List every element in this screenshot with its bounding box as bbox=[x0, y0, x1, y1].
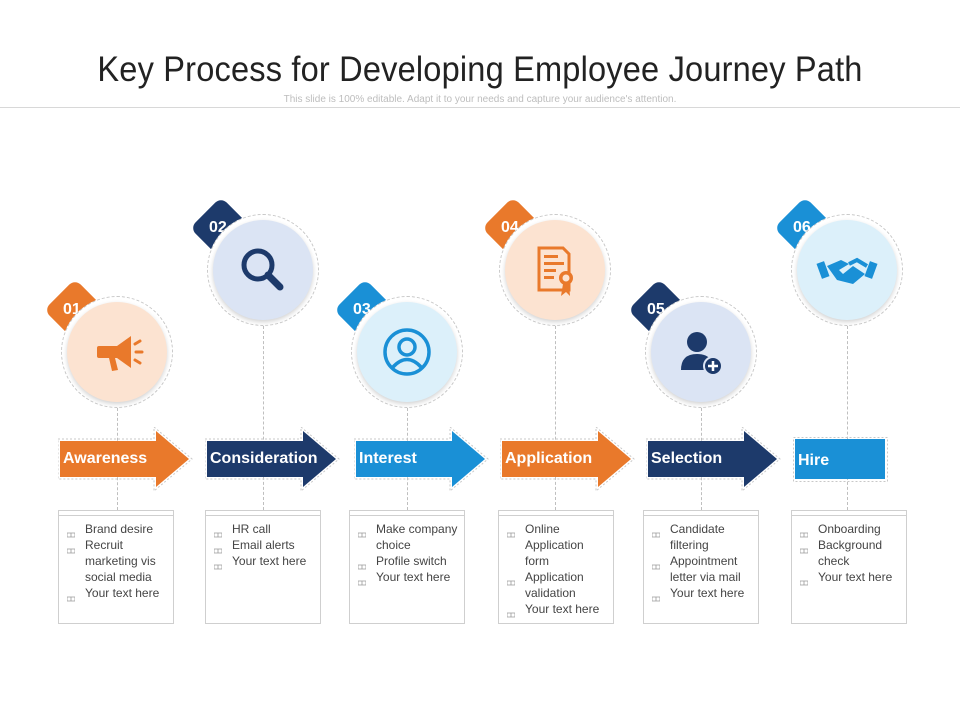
step-connector-line bbox=[263, 326, 264, 510]
user-circle-icon bbox=[357, 302, 457, 402]
list-item: Email alerts bbox=[213, 537, 316, 554]
list-item: Your text here bbox=[799, 569, 902, 586]
bullet-text: Appointment letter via mail bbox=[670, 554, 741, 584]
bullet-icon bbox=[506, 606, 516, 618]
bullet-icon bbox=[506, 574, 516, 586]
bullet-text: Background check bbox=[818, 538, 883, 568]
bullet-icon bbox=[799, 542, 809, 554]
bullet-icon bbox=[651, 526, 661, 538]
list-item: Profile switch bbox=[357, 553, 460, 570]
step-label-arrow: Application bbox=[500, 427, 640, 491]
bullet-text: Application validation bbox=[525, 570, 584, 600]
step-icon-circle bbox=[351, 296, 463, 408]
magnifier-icon bbox=[213, 220, 313, 320]
list-item: Recruit marketing vis social media bbox=[66, 537, 169, 585]
page-title: Key Process for Developing Employee Jour… bbox=[97, 50, 863, 89]
bullet-icon bbox=[651, 590, 661, 602]
step-label-arrow: Awareness bbox=[58, 427, 198, 491]
step-icon-circle bbox=[791, 214, 903, 326]
bullet-icon bbox=[213, 526, 223, 538]
bullet-text: Email alerts bbox=[232, 538, 295, 552]
certificate-icon bbox=[505, 220, 605, 320]
bullet-icon bbox=[799, 574, 809, 586]
bullet-icon bbox=[799, 526, 809, 538]
add-user-icon bbox=[651, 302, 751, 402]
step-label-arrow: Hire bbox=[793, 427, 933, 491]
step-label-arrow: Selection bbox=[646, 427, 786, 491]
bullet-text: Recruit marketing vis social media bbox=[85, 538, 156, 584]
step-icon-circle bbox=[207, 214, 319, 326]
step-connector-line bbox=[555, 326, 556, 510]
bullet-text: Your text here bbox=[232, 554, 307, 568]
step-label: Interest bbox=[359, 450, 417, 467]
handshake-icon bbox=[797, 220, 897, 320]
list-item: Your text here bbox=[357, 569, 460, 586]
step-label: Selection bbox=[651, 450, 723, 467]
list-item: Your text here bbox=[506, 601, 609, 618]
bullet-icon bbox=[357, 574, 367, 586]
list-item: Brand desire bbox=[66, 521, 169, 538]
bullet-text: Candidate filtering bbox=[670, 522, 725, 552]
list-item: Application validation bbox=[506, 569, 609, 601]
bullet-icon bbox=[66, 590, 76, 602]
step-label: Awareness bbox=[63, 450, 148, 467]
bullet-icon bbox=[651, 558, 661, 570]
bullet-icon bbox=[506, 526, 516, 538]
bullet-text: Your text here bbox=[670, 586, 745, 600]
list-item: Your text here bbox=[651, 585, 754, 602]
bullet-icon bbox=[66, 542, 76, 554]
bullet-icon bbox=[66, 526, 76, 538]
page-subtitle: This slide is 100% editable. Adapt it to… bbox=[283, 94, 677, 105]
step-connector-line bbox=[847, 326, 848, 510]
bullet-text: Profile switch bbox=[376, 554, 447, 568]
bullet-text: Online Application form bbox=[525, 522, 584, 568]
bullet-text: Onboarding bbox=[818, 522, 881, 536]
bullet-text: Your text here bbox=[818, 570, 893, 584]
step-icon-circle bbox=[499, 214, 611, 326]
bullet-icon bbox=[213, 558, 223, 570]
step-label-arrow: Interest bbox=[354, 427, 494, 491]
bullet-text: Your text here bbox=[376, 570, 451, 584]
list-item: Onboarding bbox=[799, 521, 902, 538]
step-label: Hire bbox=[798, 452, 830, 469]
megaphone-icon bbox=[67, 302, 167, 402]
bullet-text: HR call bbox=[232, 522, 271, 536]
step-label-arrow: Consideration bbox=[205, 427, 345, 491]
bullet-text: Make company choice bbox=[376, 522, 458, 552]
list-item: Candidate filtering bbox=[651, 521, 754, 553]
step-label: Application bbox=[505, 450, 593, 467]
list-item: HR call bbox=[213, 521, 316, 538]
bullet-icon bbox=[357, 526, 367, 538]
list-item: Online Application form bbox=[506, 521, 609, 569]
bullet-text: Brand desire bbox=[85, 522, 154, 536]
list-item: Appointment letter via mail bbox=[651, 553, 754, 585]
bullet-text: Your text here bbox=[525, 602, 600, 616]
list-item: Background check bbox=[799, 537, 902, 569]
step-label: Consideration bbox=[210, 450, 318, 467]
title-divider bbox=[0, 107, 960, 108]
list-item: Make company choice bbox=[357, 521, 460, 553]
bullet-text: Your text here bbox=[85, 586, 160, 600]
list-item: Your text here bbox=[213, 553, 316, 570]
list-item: Your text here bbox=[66, 585, 169, 602]
step-icon-circle bbox=[61, 296, 173, 408]
bullet-icon bbox=[213, 542, 223, 554]
bullet-icon bbox=[357, 558, 367, 570]
step-icon-circle bbox=[645, 296, 757, 408]
